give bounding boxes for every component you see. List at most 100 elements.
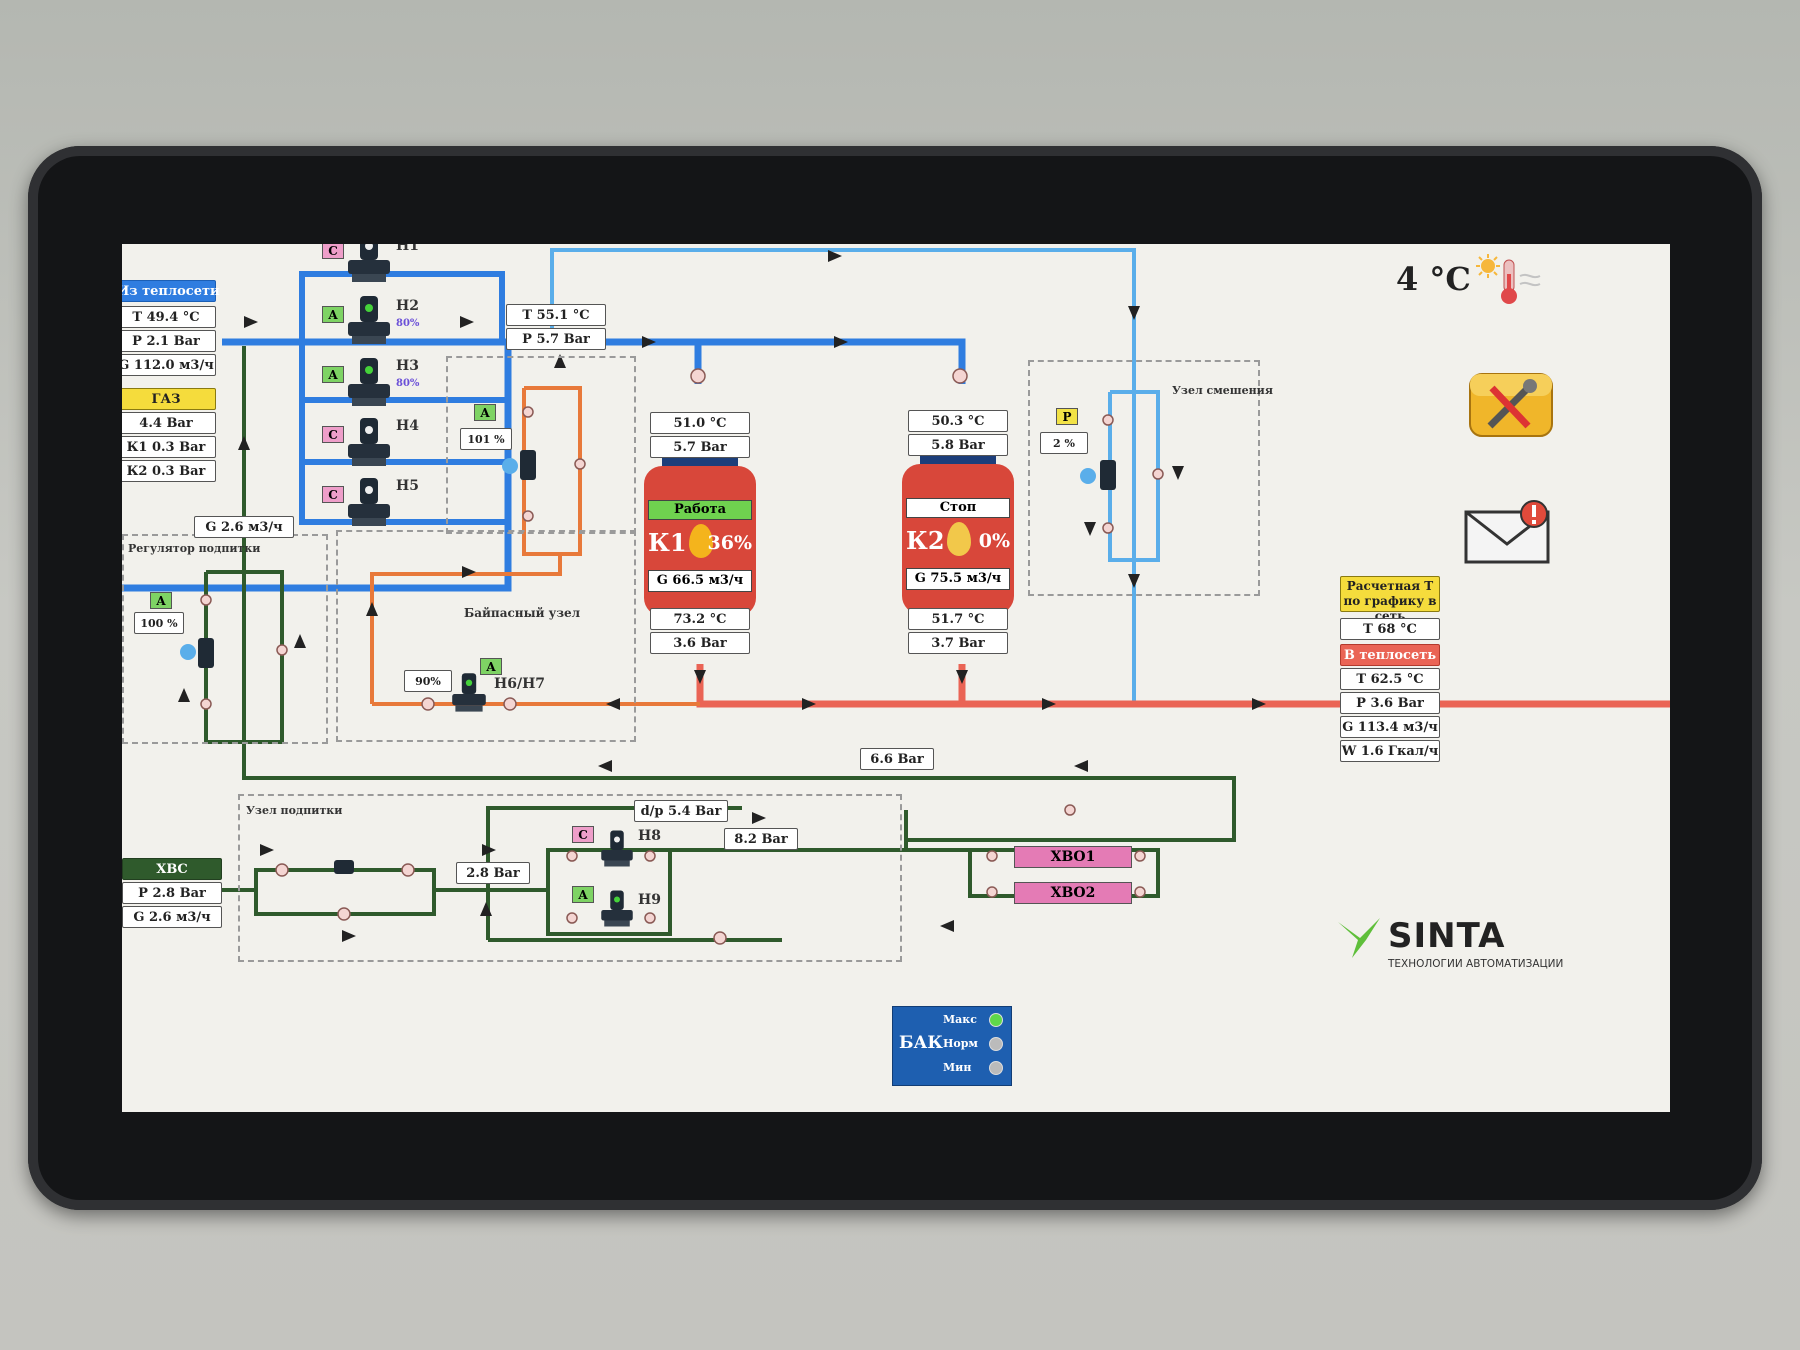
hmi-screen: Из теплосети T 49.4 °C P 2.1 Bar G 112.0… bbox=[122, 244, 1670, 1112]
supply-in-pressure: P 2.1 Bar bbox=[122, 330, 216, 352]
makeup-pressure-in: 2.8 Bar bbox=[456, 862, 530, 884]
tank-level-min-indicator bbox=[989, 1061, 1003, 1075]
storage-tank[interactable]: БАК Макс Норм Мин bbox=[892, 1006, 1012, 1086]
h8-mode-badge[interactable]: С bbox=[572, 826, 594, 843]
gas-pressure: 4.4 Bar bbox=[122, 412, 216, 434]
bypass-valve-pct[interactable]: 101 % bbox=[460, 428, 512, 450]
supply-in-header: Из теплосети bbox=[122, 280, 220, 302]
h1-label: Н1 bbox=[396, 244, 419, 254]
pump-h9[interactable] bbox=[600, 890, 635, 930]
k1-status: Работа bbox=[648, 500, 752, 520]
schedule-temp: T 68 °C bbox=[1340, 618, 1440, 640]
makeup-return-pipe bbox=[242, 346, 1236, 842]
h67-mode-badge[interactable]: А bbox=[480, 658, 502, 675]
k2-inlet-valve bbox=[952, 368, 968, 384]
h1-mode-badge[interactable]: С bbox=[322, 244, 344, 259]
cold-water-pipe bbox=[222, 868, 436, 916]
regulator-valve-pct[interactable]: 100 % bbox=[134, 612, 184, 634]
xvo1-unit[interactable]: ХВО1 bbox=[1014, 846, 1132, 868]
k1-outlet-temp: 73.2 °C bbox=[650, 608, 750, 630]
return-pipe bbox=[696, 664, 1670, 708]
mixing-valve-pct[interactable]: 2 % bbox=[1040, 432, 1088, 454]
regulator-mode-badge[interactable]: А bbox=[150, 592, 172, 609]
tank-level-norm-label: Норм bbox=[943, 1037, 978, 1050]
supply-out-temp: T 62.5 °C bbox=[1340, 668, 1440, 690]
bypass-mode-badge[interactable]: А bbox=[474, 404, 496, 421]
regulator-valve bbox=[198, 638, 214, 668]
tank-level-max-label: Макс bbox=[943, 1013, 977, 1026]
cold-water-pressure: P 2.8 Bar bbox=[122, 882, 222, 904]
k1-outlet-pressure: 3.6 Bar bbox=[650, 632, 750, 654]
pump-h4[interactable] bbox=[346, 418, 392, 470]
makeup-pressure-out: 8.2 Bar bbox=[724, 828, 798, 850]
header-pressure: P 5.7 Bar bbox=[506, 328, 606, 350]
h9-mode-badge[interactable]: А bbox=[572, 886, 594, 903]
pump-h3[interactable] bbox=[346, 358, 392, 410]
pump-branch-pipes bbox=[302, 397, 508, 465]
h9-branch-pipe bbox=[546, 850, 672, 936]
k2-flow: G 75.5 м3/ч bbox=[906, 568, 1010, 590]
k1-inlet-pressure: 5.7 Bar bbox=[650, 436, 750, 458]
xvo2-unit[interactable]: ХВО2 bbox=[1014, 882, 1132, 904]
mixing-label: Узел смешения bbox=[1172, 384, 1273, 397]
h3-label: Н3 bbox=[396, 358, 419, 374]
k2-name: К2 bbox=[906, 526, 945, 555]
h3-mode-badge[interactable]: А bbox=[322, 366, 344, 383]
h4-mode-badge[interactable]: С bbox=[322, 426, 344, 443]
alarm-mail-icon[interactable] bbox=[1464, 500, 1556, 566]
h5-label: Н5 bbox=[396, 478, 419, 494]
h5-mode-badge[interactable]: С bbox=[322, 486, 344, 503]
boiler-k2[interactable]: Стоп К2 0% G 75.5 м3/ч bbox=[902, 456, 1014, 628]
k1-name: К1 bbox=[648, 528, 687, 557]
hummingbird-logo-icon bbox=[1338, 918, 1380, 958]
mixing-regulating-valve bbox=[1100, 460, 1116, 490]
tank-level-min-label: Мин bbox=[943, 1061, 972, 1074]
k1-inlet-valve bbox=[690, 368, 706, 384]
mixing-loop-pipe bbox=[1108, 390, 1160, 562]
supply-out-flow: G 113.4 м3/ч bbox=[1340, 716, 1440, 738]
pump-h1[interactable] bbox=[346, 244, 392, 286]
supply-out-header: В теплосеть bbox=[1340, 644, 1440, 666]
header-temp: T 55.1 °C bbox=[506, 304, 606, 326]
settings-tools-icon[interactable] bbox=[1468, 368, 1554, 440]
regulator-zone-outline bbox=[122, 534, 328, 744]
bypass-zone-outline bbox=[336, 530, 636, 742]
bypass-label: Байпасный узел bbox=[464, 606, 581, 620]
h67-speed[interactable]: 90% bbox=[404, 670, 452, 692]
pump-h2[interactable] bbox=[346, 296, 392, 348]
mixing-zone-outline bbox=[1028, 360, 1260, 596]
boiler-k1[interactable]: Работа К1 36% G 66.5 м3/ч bbox=[644, 458, 756, 630]
k2-load: 0% bbox=[978, 530, 1010, 552]
weather-thermometer-icon bbox=[1476, 254, 1541, 304]
pump-h8[interactable] bbox=[600, 830, 635, 870]
makeup-label: Узел подпитки bbox=[246, 804, 343, 817]
h3-speed: 80% bbox=[396, 378, 420, 389]
supply-out-pressure: P 3.6 Bar bbox=[1340, 692, 1440, 714]
pump-h6-h7[interactable] bbox=[451, 673, 488, 715]
mixing-mode-badge[interactable]: Р bbox=[1056, 408, 1078, 425]
k2-status: Стоп bbox=[906, 498, 1010, 518]
bypass-loop-pipe bbox=[522, 386, 582, 556]
h2-mode-badge[interactable]: А bbox=[322, 306, 344, 323]
gas-k1-pressure: К1 0.3 Bar bbox=[122, 436, 216, 458]
supply-in-flow: G 112.0 м3/ч bbox=[122, 354, 216, 376]
pump-zone-outline bbox=[446, 356, 636, 534]
pump-h5[interactable] bbox=[346, 478, 392, 530]
flame-icon bbox=[947, 522, 971, 556]
h9-label: Н9 bbox=[638, 892, 661, 908]
cold-water-header: ХВС bbox=[122, 858, 222, 880]
cold-water-flow: G 2.6 м3/ч bbox=[122, 906, 222, 928]
mixing-pipe bbox=[550, 248, 1136, 702]
h4-label: Н4 bbox=[396, 418, 419, 434]
gas-header: ГАЗ bbox=[122, 388, 216, 410]
tank-level-norm-indicator bbox=[989, 1037, 1003, 1051]
h67-label: Н6/Н7 bbox=[494, 676, 546, 692]
outdoor-temp: 4 °C bbox=[1396, 260, 1471, 298]
k1-load: 36% bbox=[707, 532, 753, 554]
cold-water-meter bbox=[334, 860, 354, 874]
brand-tagline: ТЕХНОЛОГИИ АВТОМАТИЗАЦИИ bbox=[1388, 958, 1564, 970]
regulator-flow: G 2.6 м3/ч bbox=[194, 516, 294, 538]
supply-out-heat: W 1.6 Гкал/ч bbox=[1340, 740, 1440, 762]
h8-label: Н8 bbox=[638, 828, 661, 844]
makeup-dp: d/p 5.4 Bar bbox=[634, 800, 728, 822]
